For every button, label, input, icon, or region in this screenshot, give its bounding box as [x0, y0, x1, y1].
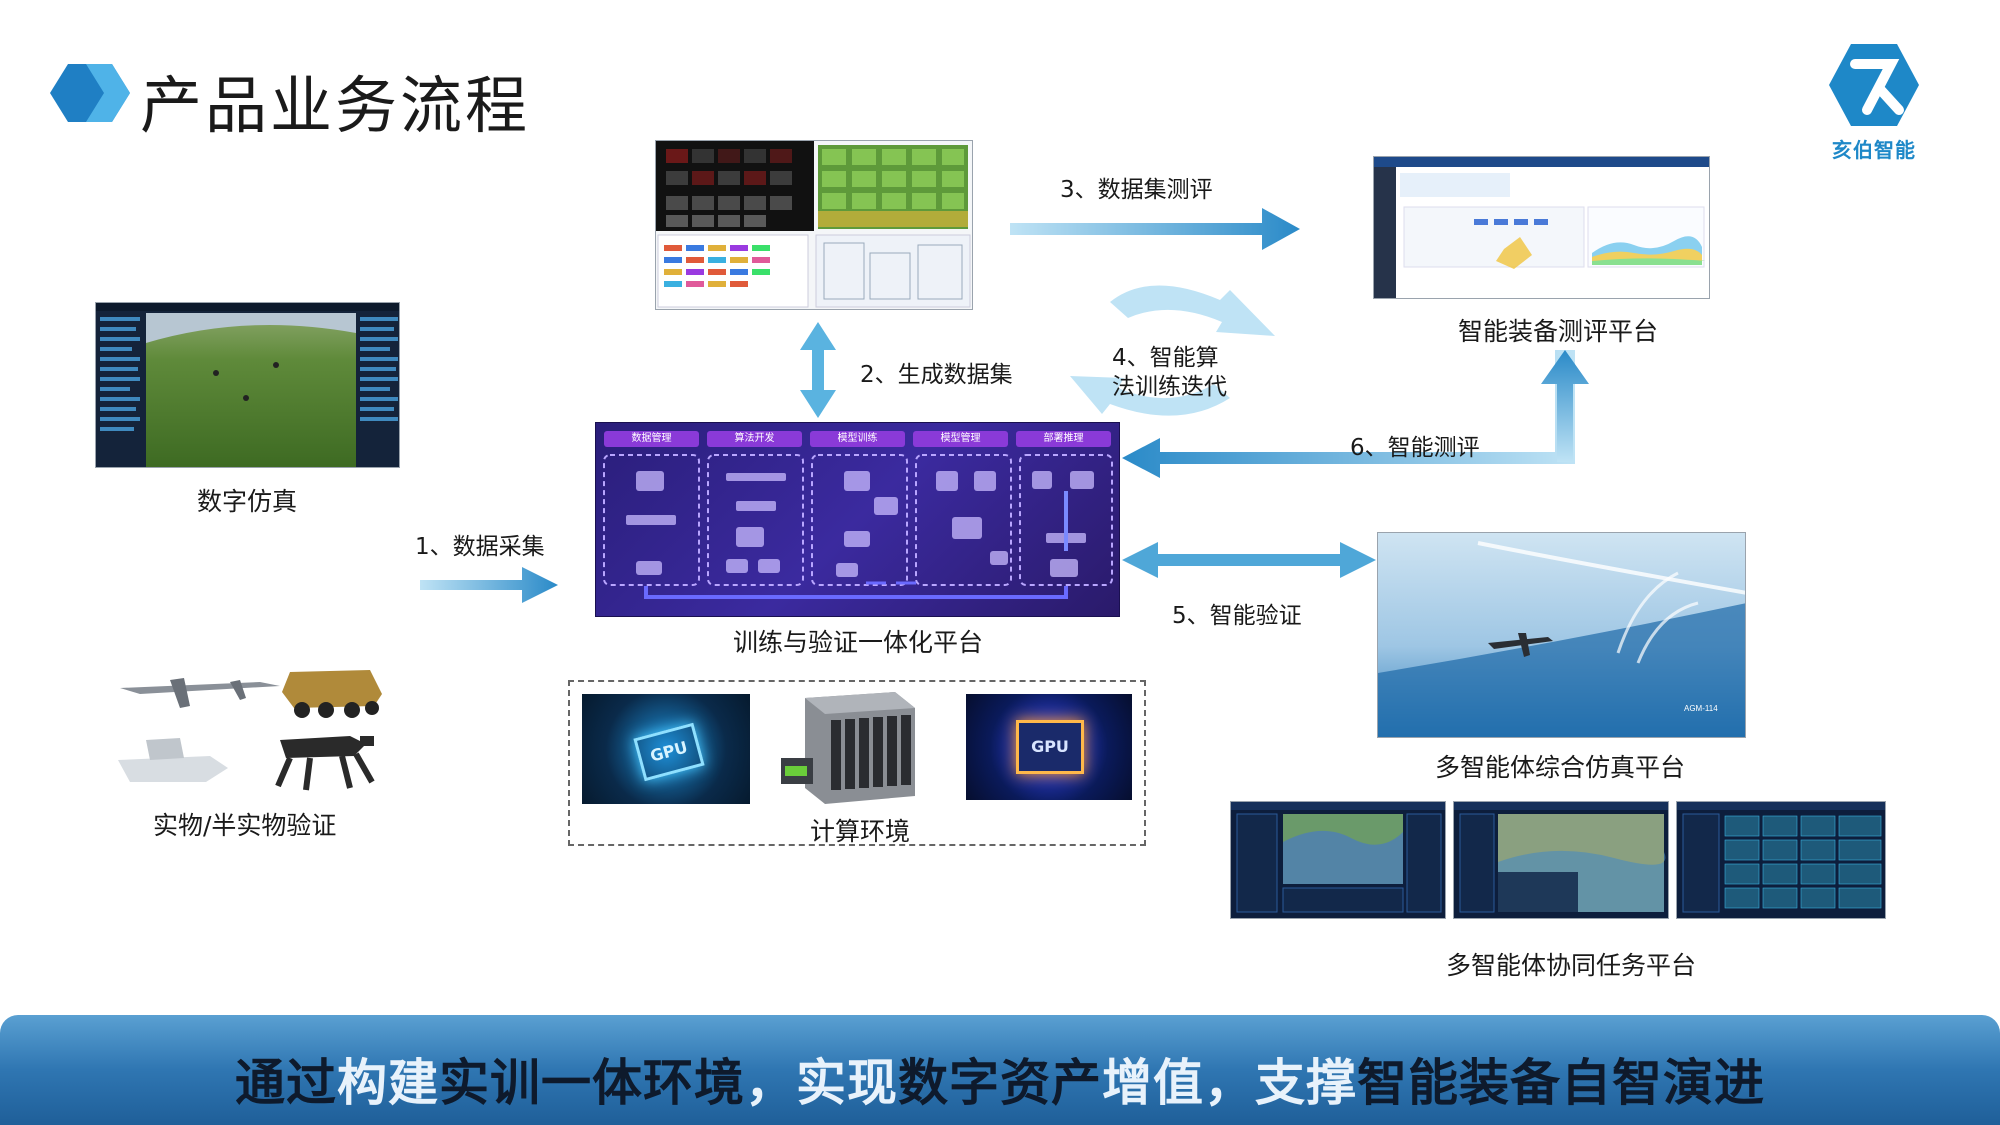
slogan-part-1: 通过: [235, 1054, 337, 1112]
digital-sim-label: 数字仿真: [197, 487, 298, 516]
server-rack-image: [775, 688, 920, 808]
step4-label-line2: 法训练迭代: [1112, 374, 1227, 400]
hexagon-icon: [50, 64, 130, 122]
training-platform: 数据管理 算法开发 模型训练 模型管理 部署推理: [595, 422, 1120, 617]
platform-tab-deploy: 部署推理: [1016, 431, 1111, 447]
missile-label: AGM-114: [1684, 704, 1718, 713]
step4-label-line1: 4、智能算: [1112, 345, 1219, 371]
page-title: 产品业务流程: [140, 69, 531, 142]
dataset-screenshot: [655, 140, 973, 310]
arrow-step5: [1122, 542, 1376, 578]
step1-label: 1、数据采集: [415, 534, 545, 560]
compute-label: 计算环境: [810, 817, 911, 846]
gpu-chip-image-2: GPU: [966, 694, 1132, 800]
arrow-step4-top: [1110, 285, 1275, 336]
platform-tab-data: 数据管理: [604, 431, 699, 447]
arrow-step6: [1122, 350, 1575, 478]
multi-agent-task-label: 多智能体协同任务平台: [1446, 951, 1697, 980]
robot-dog-icon: [275, 736, 375, 791]
step3-label: 3、数据集测评: [1060, 177, 1213, 203]
logo-mark-icon: [1829, 44, 1919, 126]
slogan-part-2: 构建: [337, 1054, 439, 1112]
slogan-part-7: 智能装备自智演进: [1357, 1054, 1765, 1112]
multi-agent-sim-screenshot: AGM-114: [1377, 532, 1746, 738]
gpu-chip-image-1: GPU: [582, 694, 750, 804]
compute-environment: GPU GPU 计算环境: [568, 680, 1146, 846]
slogan-part-5: 数字资产: [898, 1054, 1102, 1112]
platform-tab-model: 模型管理: [913, 431, 1008, 447]
uav-icon: [1488, 633, 1553, 657]
task-screenshot-2: [1453, 801, 1669, 919]
slogan-part-6: 增值，支撑: [1102, 1054, 1357, 1112]
arrow-step1: [420, 567, 558, 603]
armored-vehicle-icon: [282, 670, 382, 718]
drone-icon: [120, 678, 280, 708]
task-screenshot-1: [1230, 801, 1446, 919]
footer-banner: 通过构建实训一体环境，实现数字资产增值，支撑智能装备自智演进: [0, 1015, 2000, 1125]
slogan-part-3: 实训一体环境: [439, 1054, 745, 1112]
digital-sim-screenshot: [95, 302, 400, 468]
step2-label: 2、生成数据集: [860, 362, 1013, 388]
gpu-chip-label-2: GPU: [1016, 720, 1084, 774]
platform-label: 训练与验证一体化平台: [733, 628, 984, 657]
eval-platform-label: 智能装备测评平台: [1458, 317, 1659, 346]
arrow-step2: [800, 322, 836, 418]
step5-label: 5、智能验证: [1172, 603, 1302, 629]
multi-agent-sim-label: 多智能体综合仿真平台: [1435, 753, 1686, 782]
task-screenshot-3: [1676, 801, 1886, 919]
platform-tab-algo: 算法开发: [707, 431, 802, 447]
step6-label: 6、智能测评: [1350, 435, 1480, 461]
arrow-step6-head: [1541, 350, 1589, 462]
arrow-step4-bottom: [1070, 376, 1230, 416]
platform-tab-train: 模型训练: [810, 431, 905, 447]
physical-vehicles-image: [110, 660, 390, 800]
platform-tabs: 数据管理 算法开发 模型训练 模型管理 部署推理: [604, 431, 1111, 447]
flow-arrows: [420, 208, 1589, 603]
slogan-part-4: ，实现: [745, 1054, 898, 1112]
boat-icon: [118, 738, 228, 782]
physical-label: 实物/半实物验证: [153, 811, 337, 840]
logo-text: 亥伯智能: [1832, 138, 1916, 162]
arrow-step3: [1010, 208, 1300, 250]
footer-slogan: 通过构建实训一体环境，实现数字资产增值，支撑智能装备自智演进: [0, 1043, 2000, 1115]
eval-platform-screenshot: [1373, 156, 1710, 299]
company-logo: 亥伯智能: [1826, 40, 1922, 163]
